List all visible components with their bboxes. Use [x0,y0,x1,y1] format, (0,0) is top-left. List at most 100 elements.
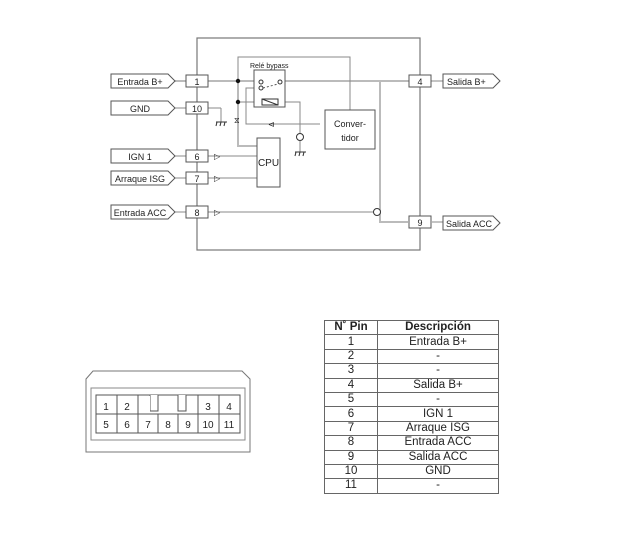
pin-box: 9 [408,215,432,229]
svg-text:1: 1 [194,77,199,87]
input-tag-entrada-acc: Entrada ACC [110,204,176,220]
ground-icon [215,121,227,127]
pin-box: 8 [185,205,209,219]
connector-pin: 2 [124,402,130,413]
pin-box: 7 [185,171,209,185]
pin-number: 7 [324,420,378,437]
wire-relay-top [237,56,351,110]
relay-label: Relé bypass [250,63,289,70]
input-tag-ign1: IGN 1 [110,148,176,164]
connector-pin: 6 [124,420,130,431]
junction-dot [235,78,241,84]
pin-description: Arraque ISG [377,420,499,437]
pin-number: 10 [324,463,378,480]
pin-number: 11 [324,478,378,494]
relay-contact [277,79,283,85]
wire-acc-out [379,81,408,223]
pin-description: - [377,348,499,365]
pin-box: 6 [185,149,209,163]
connector-pin: 8 [165,420,171,431]
connector-pin: 3 [205,402,211,413]
header-pin: N˚ Pin [324,319,378,336]
pin-description: GND [377,463,499,480]
pin-description: Salida ACC [377,449,499,465]
svg-text:10: 10 [192,104,202,114]
table-row: 5- [324,391,499,408]
module-frame [196,37,421,251]
pin-number: 5 [324,391,378,408]
connector-pin: 1 [103,402,109,413]
svg-text:Entrada ACC: Entrada ACC [114,208,167,218]
pin-description: Entrada ACC [377,435,499,451]
table-row: 11- [324,478,499,494]
svg-text:6: 6 [194,152,199,162]
cpu-label: CPU [258,158,279,169]
connector-face [85,370,251,453]
pin-box: 4 [408,74,432,88]
svg-text:7: 7 [194,174,199,184]
pin-description: IGN 1 [377,406,499,422]
pin-number: 9 [324,449,378,465]
svg-text:Salida ACC: Salida ACC [446,219,493,229]
relay-coil-diag [261,98,279,106]
input-tag-gnd: GND [110,100,176,116]
pin-number: 6 [324,406,378,422]
svg-text:Arraque ISG: Arraque ISG [115,174,165,184]
transistor-icon [373,208,381,216]
svg-text:Salida B+: Salida B+ [447,77,486,87]
cpu-block [256,137,281,188]
junction-dot [235,99,241,105]
connector-pin: 7 [145,420,151,431]
diode-icon: ▷ [214,152,221,161]
ground-icon [294,151,306,157]
connector-pin: 5 [103,420,109,431]
diode-icon: ▷ [214,174,221,183]
svg-text:GND: GND [130,104,151,114]
transistor-icon [296,133,304,141]
table-header-row: N˚ Pin Descripción [324,319,499,336]
relay-contact [258,79,264,85]
pin-description: Salida B+ [377,377,499,393]
header-description: Descripción [377,319,499,336]
connector-pin: 9 [185,420,191,431]
pin-box: 10 [185,101,209,115]
pin-number: 4 [324,377,378,393]
diode-icon: ⊲ [268,120,275,129]
input-tag-arraque-isg: Arraque ISG [110,170,176,186]
pin-description: - [377,478,499,494]
input-tag-entrada-b: Entrada B+ [110,73,176,89]
connector-pin: 11 [224,420,235,431]
pin-number: 2 [324,348,378,365]
output-tag-salida-b: Salida B+ [442,73,501,89]
connector-pin: 4 [226,402,232,413]
connector-pin: 10 [202,420,214,431]
pin-description: Entrada B+ [377,334,499,350]
diode-icon: ▷ [214,208,221,217]
pin-number: 1 [324,334,378,350]
converter-label: Conver- [334,119,366,129]
svg-text:8: 8 [194,208,199,218]
pin-description: - [377,363,499,379]
relay-contact [258,85,264,91]
svg-text:9: 9 [417,218,422,228]
converter-block [324,109,376,150]
table-row: 3- [324,363,499,379]
wire-switch-return [245,87,320,125]
svg-text:4: 4 [417,77,422,87]
diode-icon: ⧖ [234,116,240,125]
pin-description: - [377,391,499,408]
relay-switch [262,83,279,89]
table-row: 2- [324,348,499,365]
pin-number: 8 [324,435,378,451]
pin-number: 3 [324,363,378,379]
svg-text:IGN 1: IGN 1 [128,152,152,162]
